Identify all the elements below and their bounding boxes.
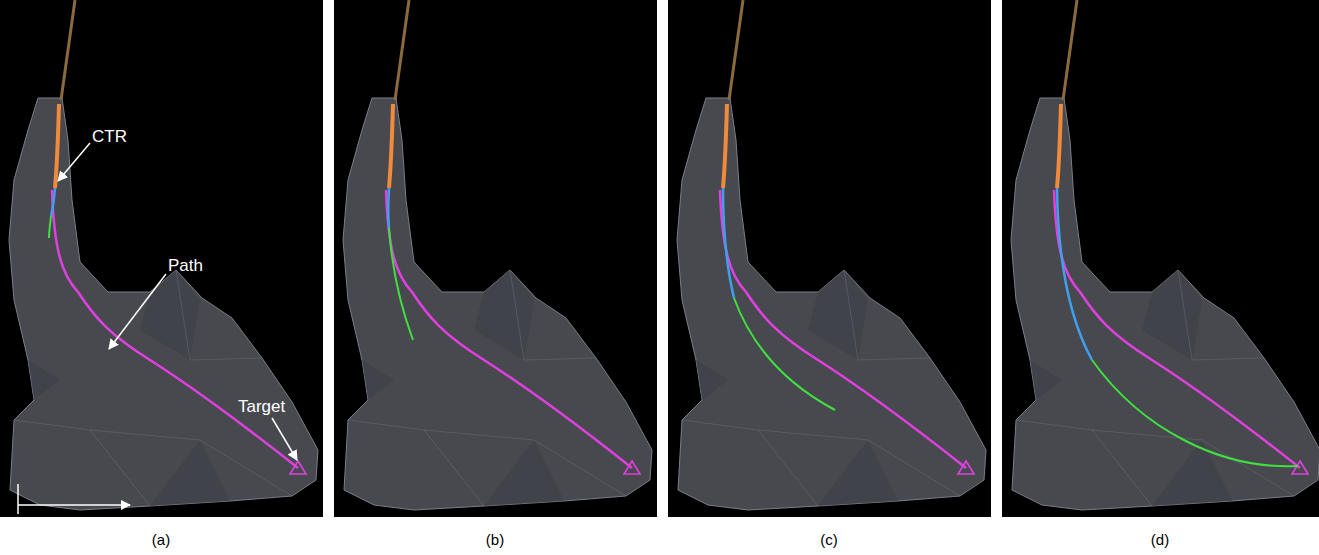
panel-a [9,0,318,514]
panel-caption: (a) [152,532,170,547]
panel-caption: (c) [820,532,838,547]
panel-caption: (b) [486,532,504,547]
panel-c [677,0,986,510]
callout-label: Path [168,257,203,274]
panel-b [343,0,652,510]
panel-ground [0,0,323,517]
callout-label: CTR [92,128,127,145]
panel-d [1011,0,1319,510]
panel-ground [1002,0,1319,517]
callout-label: Target [238,398,285,415]
panel-caption: (d) [1151,532,1169,547]
panel-ground [334,0,657,517]
panel-ground [668,0,991,517]
